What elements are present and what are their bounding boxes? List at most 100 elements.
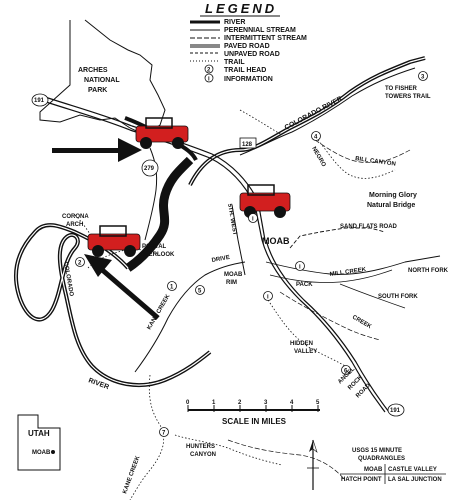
route-shield-191-north: 191 <box>31 93 49 107</box>
svg-text:LA SAL JUNCTION: LA SAL JUNCTION <box>388 477 442 483</box>
trailhead-marker: 4 <box>311 131 321 141</box>
svg-text:2: 2 <box>78 261 82 267</box>
svg-text:2: 2 <box>238 400 242 406</box>
svg-text:MOAB: MOAB <box>364 467 383 473</box>
svg-text:i: i <box>299 265 301 271</box>
svg-text:PARK: PARK <box>88 87 107 94</box>
svg-text:PERENNIAL STREAM: PERENNIAL STREAM <box>224 27 296 34</box>
stream-pack-creek <box>279 291 381 341</box>
road-kane-creek <box>134 261 246 373</box>
info-marker: i <box>248 213 258 223</box>
route-shield-191-south: 191 <box>387 403 405 417</box>
road-us191-north <box>39 99 263 241</box>
colorado-river-ne-inner <box>189 57 426 186</box>
svg-text:HATCH POINT: HATCH POINT <box>341 477 382 483</box>
svg-text:ARCH: ARCH <box>66 222 83 228</box>
label-drive: DRIVE <box>211 255 230 264</box>
road-ut279 <box>144 147 158 241</box>
label-hunters-canyon: HUNTERS <box>186 444 215 450</box>
svg-text:0: 0 <box>186 400 190 406</box>
svg-text:279: 279 <box>144 166 155 172</box>
svg-text:RIM: RIM <box>226 280 237 286</box>
svg-text:4: 4 <box>290 400 294 406</box>
label-creek: CREEK <box>351 315 373 331</box>
utah-inset: UTAH MOAB <box>17 414 61 471</box>
road-mill-creek <box>265 255 441 275</box>
label-bill-canyon: BILL CANYON <box>355 156 396 168</box>
info-marker: i <box>263 291 273 301</box>
svg-text:INFORMATION: INFORMATION <box>224 76 273 83</box>
arrow-icon <box>52 138 142 162</box>
svg-text:USGS 15 MINUTE: USGS 15 MINUTE <box>352 448 402 454</box>
svg-text:PAVED ROAD: PAVED ROAD <box>224 43 270 50</box>
label-corona-arch: CORONA <box>62 214 89 220</box>
arrow-icon <box>84 254 160 320</box>
label-north-fork: NORTH FORK <box>408 268 449 274</box>
stream-negro-bill <box>314 139 411 164</box>
label-portal-overlook: PORTAL <box>142 244 167 250</box>
colorado-river-valley <box>125 156 194 272</box>
stream-south <box>227 439 346 481</box>
scale-label: SCALE IN MILES <box>222 417 287 426</box>
svg-text:5: 5 <box>316 400 320 406</box>
svg-text:QUADRANGLES: QUADRANGLES <box>358 456 405 462</box>
label-morning-glory: Morning Glory <box>369 192 417 199</box>
svg-text:TRAIL: TRAIL <box>224 59 245 66</box>
svg-text:191: 191 <box>34 98 45 104</box>
trailhead-marker: 3 <box>418 71 428 81</box>
label-pack: PACK <box>296 282 313 288</box>
label-south-fork: SOUTH FORK <box>378 294 418 300</box>
svg-text:UNPAVED ROAD: UNPAVED ROAD <box>224 51 280 58</box>
stream-mill-creek <box>269 269 393 283</box>
road-ut128 <box>239 67 416 156</box>
label-5th-west: 5TH. WEST <box>226 203 238 236</box>
info-marker: i <box>295 261 305 271</box>
svg-text:i: i <box>252 217 254 223</box>
svg-text:6: 6 <box>344 369 348 375</box>
label-hidden-valley: HIDDEN <box>290 341 313 347</box>
trail-hidden-valley <box>267 299 346 367</box>
svg-text:128: 128 <box>242 142 253 148</box>
svg-text:3: 3 <box>421 75 425 81</box>
trail-negro-bill <box>317 139 396 179</box>
svg-text:INTERMITTENT STREAM: INTERMITTENT STREAM <box>224 35 307 42</box>
svg-text:VALLEY: VALLEY <box>294 349 317 355</box>
label-negro: NEGRO <box>310 146 326 168</box>
usgs-quadrangles: USGS 15 MINUTE QUADRANGLES MOAB HATCH PO… <box>340 448 446 484</box>
label-moab-rim: MOAB <box>224 272 243 278</box>
stream-south-fork <box>339 283 406 309</box>
svg-text:Natural Bridge: Natural Bridge <box>367 202 415 209</box>
trailhead-marker: 7 <box>159 427 169 437</box>
label-arches: ARCHES <box>78 67 108 74</box>
svg-text:MOAB: MOAB <box>32 450 51 456</box>
label-sand-flats-road: SAND FLATS ROAD <box>340 224 398 230</box>
svg-text:7: 7 <box>162 431 166 437</box>
label-moab: MOAB <box>262 236 290 246</box>
svg-text:OVERLOOK: OVERLOOK <box>140 252 175 258</box>
svg-text:i: i <box>208 77 210 83</box>
route-shield-128: 128 <box>239 137 257 149</box>
svg-text:UTAH: UTAH <box>28 429 50 438</box>
svg-text:1: 1 <box>212 400 216 406</box>
north-arrow-icon <box>307 439 319 490</box>
label-colorado-river-ne: COLORADO RIVER <box>284 95 344 131</box>
legend-title: LEGEND <box>205 1 277 16</box>
trail-north <box>239 109 283 136</box>
svg-text:2: 2 <box>207 68 211 74</box>
svg-text:RIVER: RIVER <box>224 19 245 26</box>
label-mill-creek: MILL CREEK <box>329 267 367 278</box>
trailhead-marker: 2 <box>75 257 85 267</box>
jeep-icon <box>87 225 141 257</box>
road-5th-west <box>231 204 246 276</box>
jeep-icon <box>239 184 291 218</box>
road-sand-flats <box>289 227 386 249</box>
svg-text:1: 1 <box>170 285 174 291</box>
svg-text:i: i <box>267 295 269 301</box>
svg-text:4: 4 <box>314 135 318 141</box>
svg-text:CASTLE VALLEY: CASTLE VALLEY <box>388 467 437 473</box>
svg-text:NATIONAL: NATIONAL <box>84 77 120 84</box>
road-us191-south <box>261 239 386 413</box>
trail-hunters <box>174 434 283 466</box>
